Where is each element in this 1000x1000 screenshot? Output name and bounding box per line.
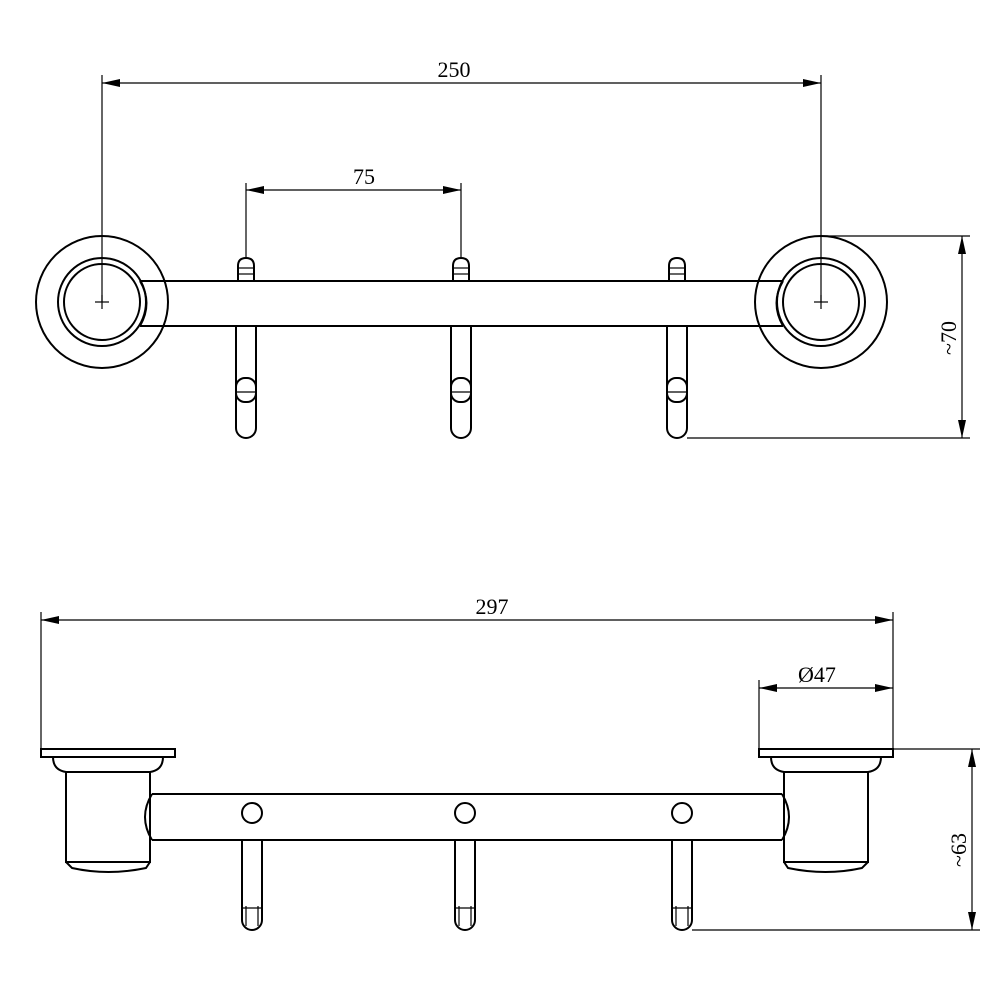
dimension-70: ~70 [687,235,970,439]
top-rail [139,280,784,327]
front-hook-3 [671,840,693,931]
dimension-297: 297 [40,594,894,749]
dim-label-297: 297 [476,594,509,619]
dim-label-d47: Ø47 [798,662,836,687]
top-view: 250 75 ~70 [35,57,970,439]
top-hook-2 [450,256,472,439]
dimension-75: 75 [245,164,462,258]
top-hooks [235,256,688,439]
front-hook-caps [241,802,693,824]
dimension-63: ~63 [692,748,980,931]
top-hook-3 [666,256,688,439]
front-hooks [241,840,693,931]
dim-label-70: ~70 [936,321,961,355]
front-left-bracket [40,748,176,873]
top-hook-1 [235,256,257,439]
dimension-250: 250 [101,57,822,302]
front-hook-2 [454,840,476,931]
front-hook-1 [241,840,263,931]
dim-label-63: ~63 [946,833,971,867]
front-right-bracket [758,748,894,873]
top-center-marks [95,295,828,309]
dimension-d47: Ø47 [758,662,893,749]
dim-label-250: 250 [438,57,471,82]
front-view: 297 Ø47 ~63 [40,594,980,931]
dim-label-75: 75 [353,164,375,189]
